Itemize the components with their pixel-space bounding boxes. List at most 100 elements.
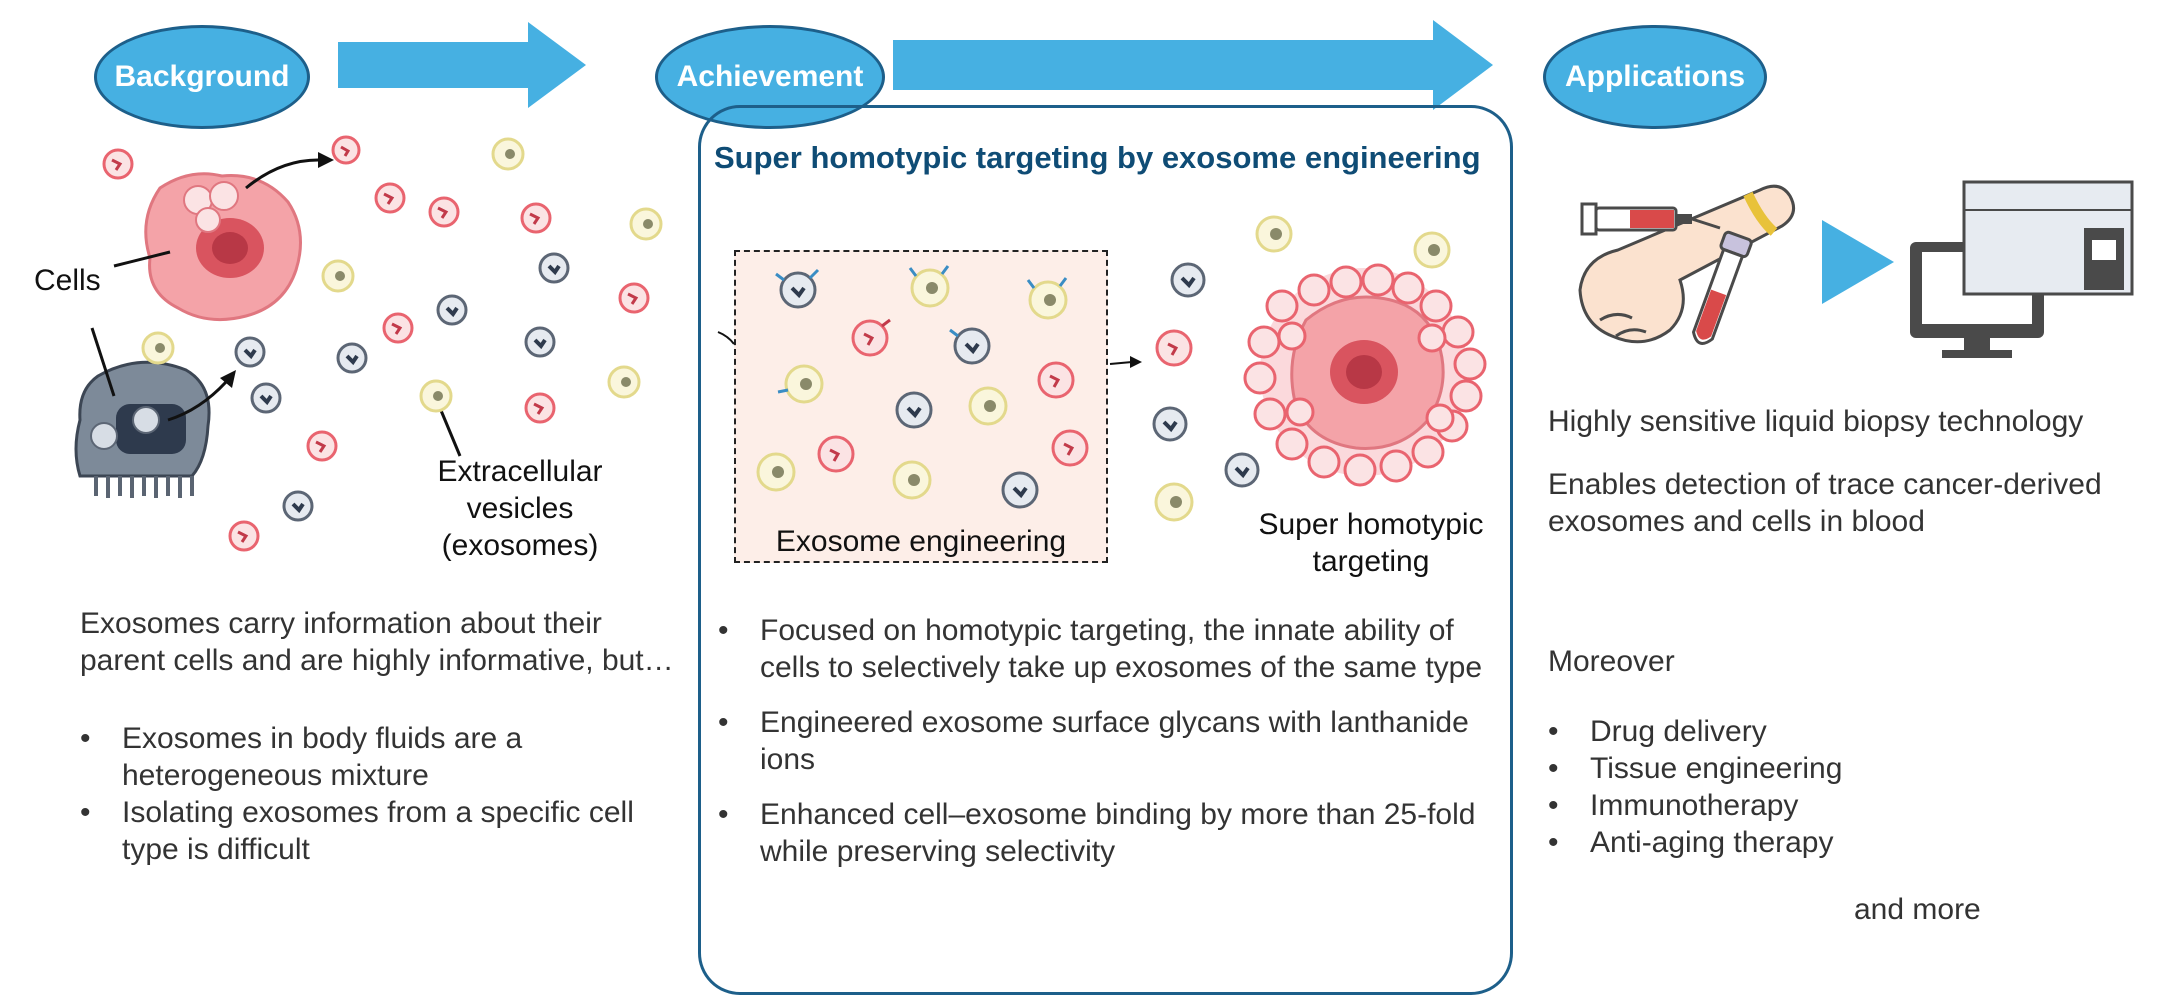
vesicles-label-line: vesicles xyxy=(466,492,574,525)
vesicle xyxy=(1155,329,1193,367)
background-pill: Background xyxy=(94,25,310,129)
bullet-line: cells to selectively take up exosomes of… xyxy=(760,651,1483,684)
list-item: Enhanced cell–exosome binding by more th… xyxy=(718,796,1508,870)
vesicle xyxy=(851,318,891,357)
bullet-line: while preserving selectivity xyxy=(760,835,1116,868)
vesicle xyxy=(968,386,1008,426)
vesicles-label-line: (exosomes) xyxy=(441,529,599,562)
vesicle xyxy=(524,326,556,358)
applications-pill-label: Applications xyxy=(1564,60,1745,93)
vesicle xyxy=(321,259,355,293)
background-pill-label: Background xyxy=(114,60,290,93)
arrow-right-icon xyxy=(893,20,1493,110)
detail-line: Enables detection of trace cancer-derive… xyxy=(1548,468,2102,501)
vesicle xyxy=(331,135,361,165)
vesicle xyxy=(1170,262,1206,298)
targeting-label-line: targeting xyxy=(1312,545,1430,578)
applications-headline: Highly sensitive liquid biopsy technolog… xyxy=(1548,405,2084,438)
vesicle xyxy=(908,265,950,308)
detail-line: exosomes and cells in blood xyxy=(1548,505,1925,538)
bullet-line: Enhanced cell–exosome binding by more th… xyxy=(760,798,1476,831)
list-item: Exosomes in body fluids are a heterogene… xyxy=(80,720,690,794)
achievement-panel xyxy=(698,105,1513,995)
vesicle xyxy=(419,379,453,413)
vesicle xyxy=(1255,215,1293,253)
and-more-label: and more xyxy=(1854,893,1981,926)
bullet-line: Isolating exosomes from a specific cell xyxy=(122,796,634,829)
vesicles-label: Extracellular vesicles (exosomes) xyxy=(410,453,630,564)
blood-tube-icon xyxy=(1691,230,1753,345)
vesicle xyxy=(1051,429,1089,467)
bullet-line: type is difficult xyxy=(122,833,310,866)
vesicle xyxy=(1413,231,1451,269)
vesicle xyxy=(336,342,368,374)
vesicles-label-line: Extracellular xyxy=(437,455,603,488)
vesicle xyxy=(1037,361,1075,399)
applications-illustration xyxy=(1578,180,2134,358)
vesicle xyxy=(436,294,468,326)
list-item: Tissue engineering xyxy=(1548,750,2048,787)
super-homotypic-targeting-label: Super homotypic targeting xyxy=(1246,506,1496,580)
list-item: Immunotherapy xyxy=(1548,787,2048,824)
moreover-label: Moreover xyxy=(1548,645,1675,678)
vesicle xyxy=(777,364,824,404)
vesicle xyxy=(491,137,525,171)
vesicle xyxy=(629,207,663,241)
syringe-icon xyxy=(1580,202,1721,236)
analyzer-icon xyxy=(1962,180,2134,296)
list-item: Anti-aging therapy xyxy=(1548,824,2048,861)
vesicle xyxy=(250,382,282,414)
vesicle xyxy=(538,252,570,284)
vesicle xyxy=(102,148,134,180)
list-item: Engineered exosome surface glycans with … xyxy=(718,704,1508,778)
vesicle xyxy=(234,336,266,368)
vesicle xyxy=(428,196,460,228)
vesicle xyxy=(306,430,338,462)
vesicle xyxy=(817,435,855,473)
list-item: Drug delivery xyxy=(1548,713,2048,750)
vesicle xyxy=(1152,406,1188,442)
vesicle xyxy=(756,452,796,492)
targeting-label-line: Super homotypic xyxy=(1258,508,1484,541)
applications-detail: Enables detection of trace cancer-derive… xyxy=(1548,466,2148,540)
achievement-illustration xyxy=(717,215,1487,522)
arrow-right-icon xyxy=(1822,220,1894,304)
cells-label: Cells xyxy=(34,264,101,297)
vesicle xyxy=(374,182,406,214)
vesicle xyxy=(618,282,650,314)
vesicle xyxy=(382,312,414,344)
achievement-pill: Achievement xyxy=(655,25,885,129)
bullet-line: Focused on homotypic targeting, the inna… xyxy=(760,614,1454,647)
bound-vesicles xyxy=(1243,263,1487,487)
vesicle xyxy=(141,331,175,365)
applications-pill: Applications xyxy=(1543,25,1767,129)
vesicle xyxy=(282,490,314,522)
bullet-line: Exosomes in body fluids are a xyxy=(122,722,523,755)
intro-line: Exosomes carry information about their xyxy=(80,607,602,640)
background-bullets: Exosomes in body fluids are a heterogene… xyxy=(80,720,690,868)
achievement-title: Super homotypic targeting by exosome eng… xyxy=(714,140,1481,175)
vesicle xyxy=(1154,482,1194,522)
bullet-line: Engineered exosome surface glycans with … xyxy=(760,706,1469,739)
vesicle xyxy=(892,460,932,500)
vesicle xyxy=(607,365,641,399)
bullet-line: ions xyxy=(760,743,816,776)
vesicle xyxy=(949,327,991,365)
vesicle xyxy=(1026,277,1068,320)
applications-bullets: Drug delivery Tissue engineering Immunot… xyxy=(1548,713,2048,861)
achievement-bullets: Focused on homotypic targeting, the inna… xyxy=(718,612,1508,888)
list-item: Focused on homotypic targeting, the inna… xyxy=(718,612,1508,686)
vesicle xyxy=(228,520,260,552)
vesicle xyxy=(1224,452,1260,488)
intro-line: parent cells and are highly informative,… xyxy=(80,644,674,677)
vesicle xyxy=(1001,471,1039,509)
vesicle xyxy=(775,268,820,309)
background-illustration xyxy=(74,135,663,552)
vesicle xyxy=(895,391,933,429)
background-intro: Exosomes carry information about their p… xyxy=(80,605,690,679)
bullet-line: heterogeneous mixture xyxy=(122,759,429,792)
arrow-right-icon xyxy=(338,22,586,108)
exosome-engineering-label: Exosome engineering xyxy=(775,525,1067,558)
list-item: Isolating exosomes from a specific cell … xyxy=(80,794,690,868)
vesicle xyxy=(520,202,552,234)
